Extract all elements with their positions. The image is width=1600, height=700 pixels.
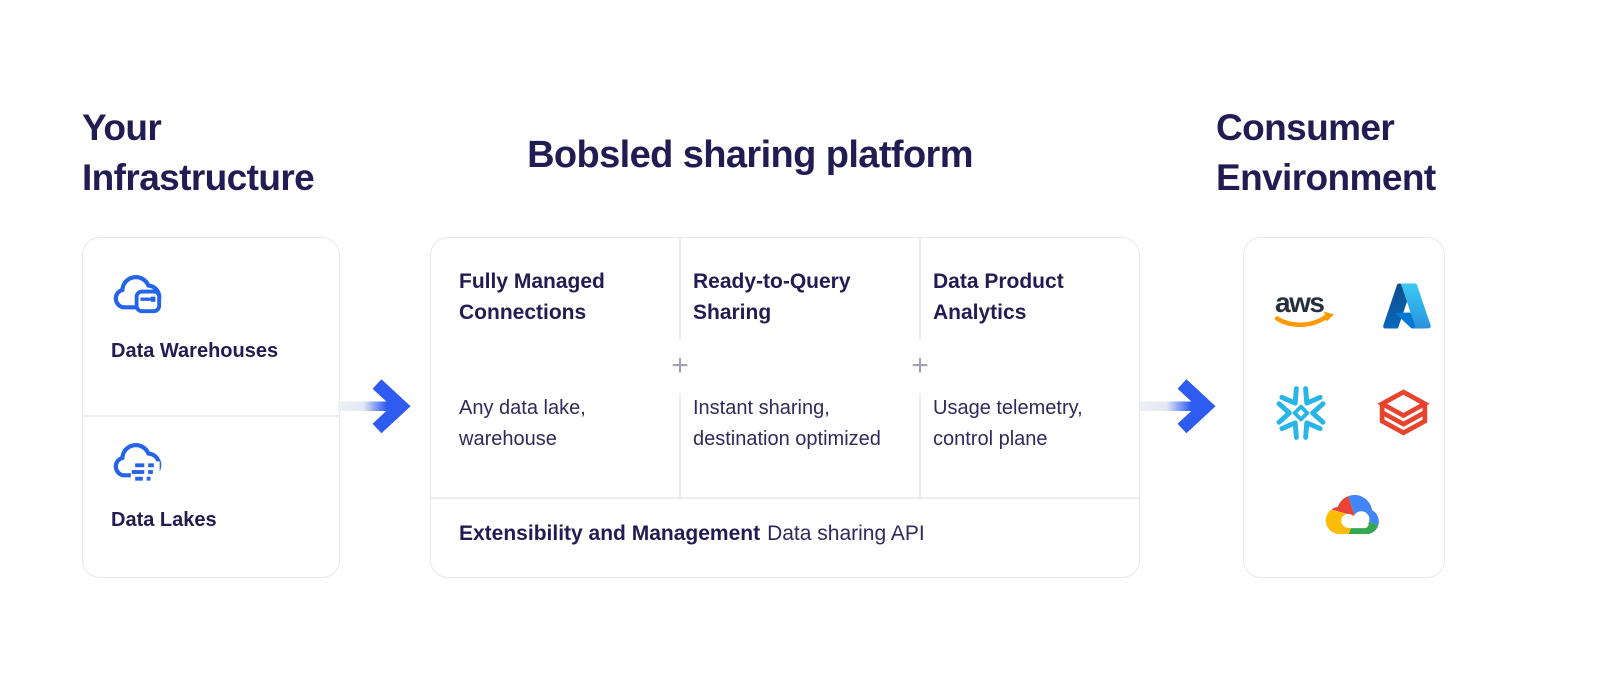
column-description: Usage telemetry, control plane [933, 397, 1083, 450]
azure-logo [1380, 280, 1434, 337]
plus-icon: + [909, 339, 931, 393]
column-ready-to-query: Ready-to-Query Sharing [693, 266, 908, 328]
column-title: Ready-to-Query Sharing [693, 270, 851, 324]
snowflake-logo [1271, 384, 1331, 447]
data-warehouses-label: Data Warehouses [111, 340, 279, 362]
footer-divider [431, 497, 1139, 499]
bobsled-platform-title: Bobsled sharing platform [527, 134, 973, 176]
footer-bold-text: Extensibility and Management [459, 522, 761, 545]
cloud-lakes-icon [111, 436, 167, 489]
column-title: Fully Managed Connections [459, 270, 605, 324]
extensibility-footer: Extensibility and Management Data sharing… [459, 522, 925, 546]
infrastructure-card: Data Warehouses Data Lakes [82, 237, 340, 578]
data-lakes-label: Data Lakes [111, 509, 217, 531]
flow-arrow-right [1140, 379, 1216, 434]
your-infrastructure-title: Your Infrastructure [82, 107, 315, 198]
column-fully-managed: Fully Managed Connections [459, 266, 674, 328]
svg-text:aws: aws [1275, 287, 1324, 318]
google-cloud-logo [1323, 488, 1387, 549]
aws-logo: aws [1271, 282, 1339, 337]
column-description: Any data lake, warehouse [459, 397, 586, 450]
column-title: Data Product Analytics [933, 270, 1064, 324]
platform-card: Fully Managed Connections Ready-to-Query… [430, 237, 1140, 578]
column-data-product: Data Product Analytics [933, 266, 1148, 328]
plus-icon: + [669, 339, 691, 393]
consumer-card: aws [1243, 237, 1445, 578]
databricks-logo [1375, 387, 1432, 449]
footer-regular-text: Data sharing API [767, 522, 925, 545]
consumer-environment-title: Consumer Environment [1216, 107, 1436, 198]
infrastructure-divider [83, 415, 339, 417]
cloud-warehouse-icon [111, 268, 167, 321]
flow-arrow-left [338, 379, 411, 434]
column-description: Instant sharing, destination optimized [693, 397, 881, 450]
